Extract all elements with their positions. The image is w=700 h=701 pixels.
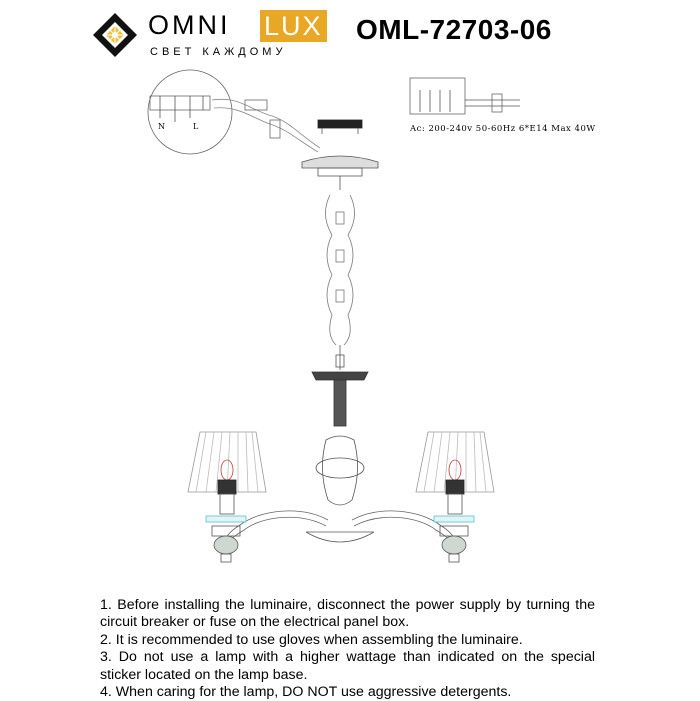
brand-name-lux: LUX	[260, 10, 327, 42]
instruction-item: 1. Before installing the luminaire, disc…	[100, 597, 595, 631]
electrical-spec: Ac: 200-240v 50-60Hz 6*E14 Max 40W	[410, 124, 596, 134]
instruction-item: 3. Do not use a lamp with a higher watta…	[100, 649, 595, 683]
mounting-plate	[317, 119, 363, 134]
logo-diamond-icon	[93, 13, 137, 57]
center-column	[305, 345, 375, 543]
model-number: OML-72703-06	[356, 14, 552, 45]
chandelier-arms	[225, 510, 455, 541]
ceiling-canopy	[301, 155, 379, 190]
chandelier-drawing	[147, 69, 520, 563]
crystal-stem	[325, 194, 355, 346]
left-lamp	[187, 431, 267, 563]
wire-label-l: L	[193, 122, 199, 131]
brand-tagline: СВЕТ КАЖДОМУ	[150, 46, 287, 58]
instruction-item: 4. When caring for the lamp, DO NOT use …	[100, 684, 512, 701]
instruction-item: 2. It is recommended to use gloves when …	[100, 631, 523, 648]
right-lamp	[415, 431, 495, 563]
wiring-box	[409, 77, 520, 115]
wiring-detail	[147, 69, 321, 155]
wire-label-n: N	[158, 122, 165, 131]
brand-name-omni: OMNI	[148, 10, 231, 40]
safety-instructions: 1. Before installing the luminaire, disc…	[100, 597, 595, 701]
brand-logo: OMNI LUX СВЕТ КАЖДОМУ	[92, 8, 332, 62]
